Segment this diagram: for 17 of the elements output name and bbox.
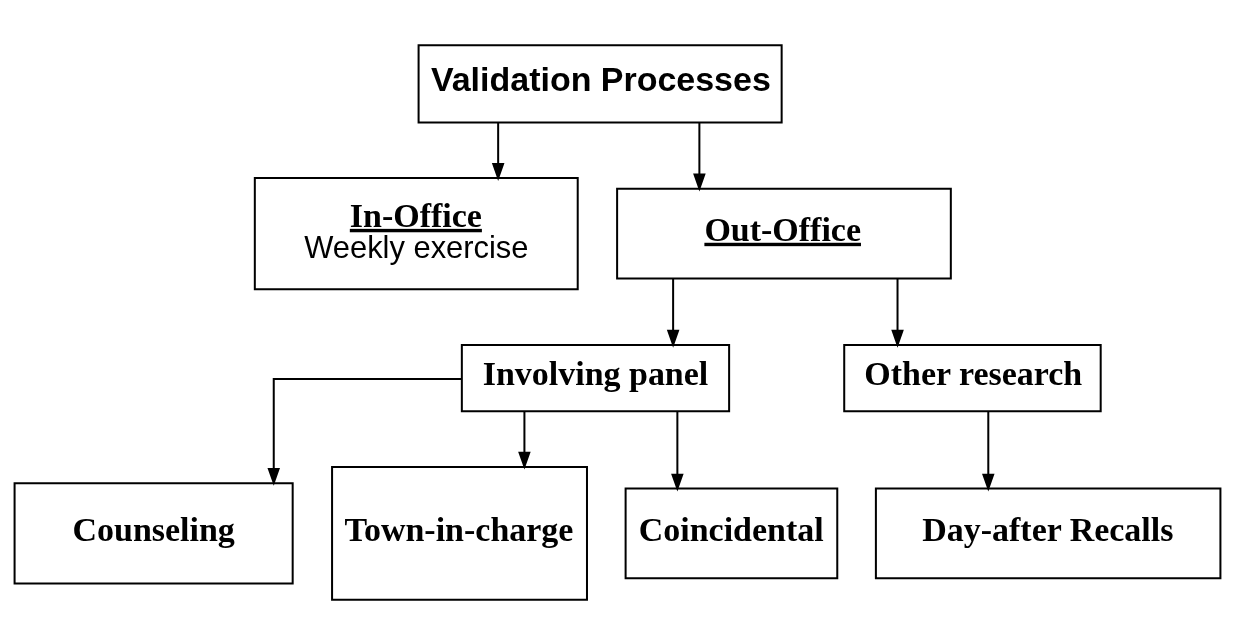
node-box: Counseling — [13, 481, 294, 585]
arrow — [891, 278, 904, 348]
arrow — [491, 122, 505, 181]
arrow — [982, 411, 995, 492]
arrow — [666, 278, 680, 348]
arrow — [671, 411, 684, 492]
node-box: Day-after Recalls — [874, 487, 1222, 579]
node-box: Involving panel — [460, 343, 731, 412]
arrow — [267, 377, 462, 486]
node-box: Coincidental — [624, 487, 839, 579]
node-box: Town-in-charge — [331, 465, 588, 601]
node-box: Validation Processes — [417, 43, 783, 123]
arrow — [518, 411, 531, 470]
node-box: In-Office Weekly exercise — [253, 176, 579, 290]
node-box: Other research — [843, 343, 1102, 412]
node-box: Out-Office — [616, 187, 952, 279]
arrow — [693, 122, 706, 192]
